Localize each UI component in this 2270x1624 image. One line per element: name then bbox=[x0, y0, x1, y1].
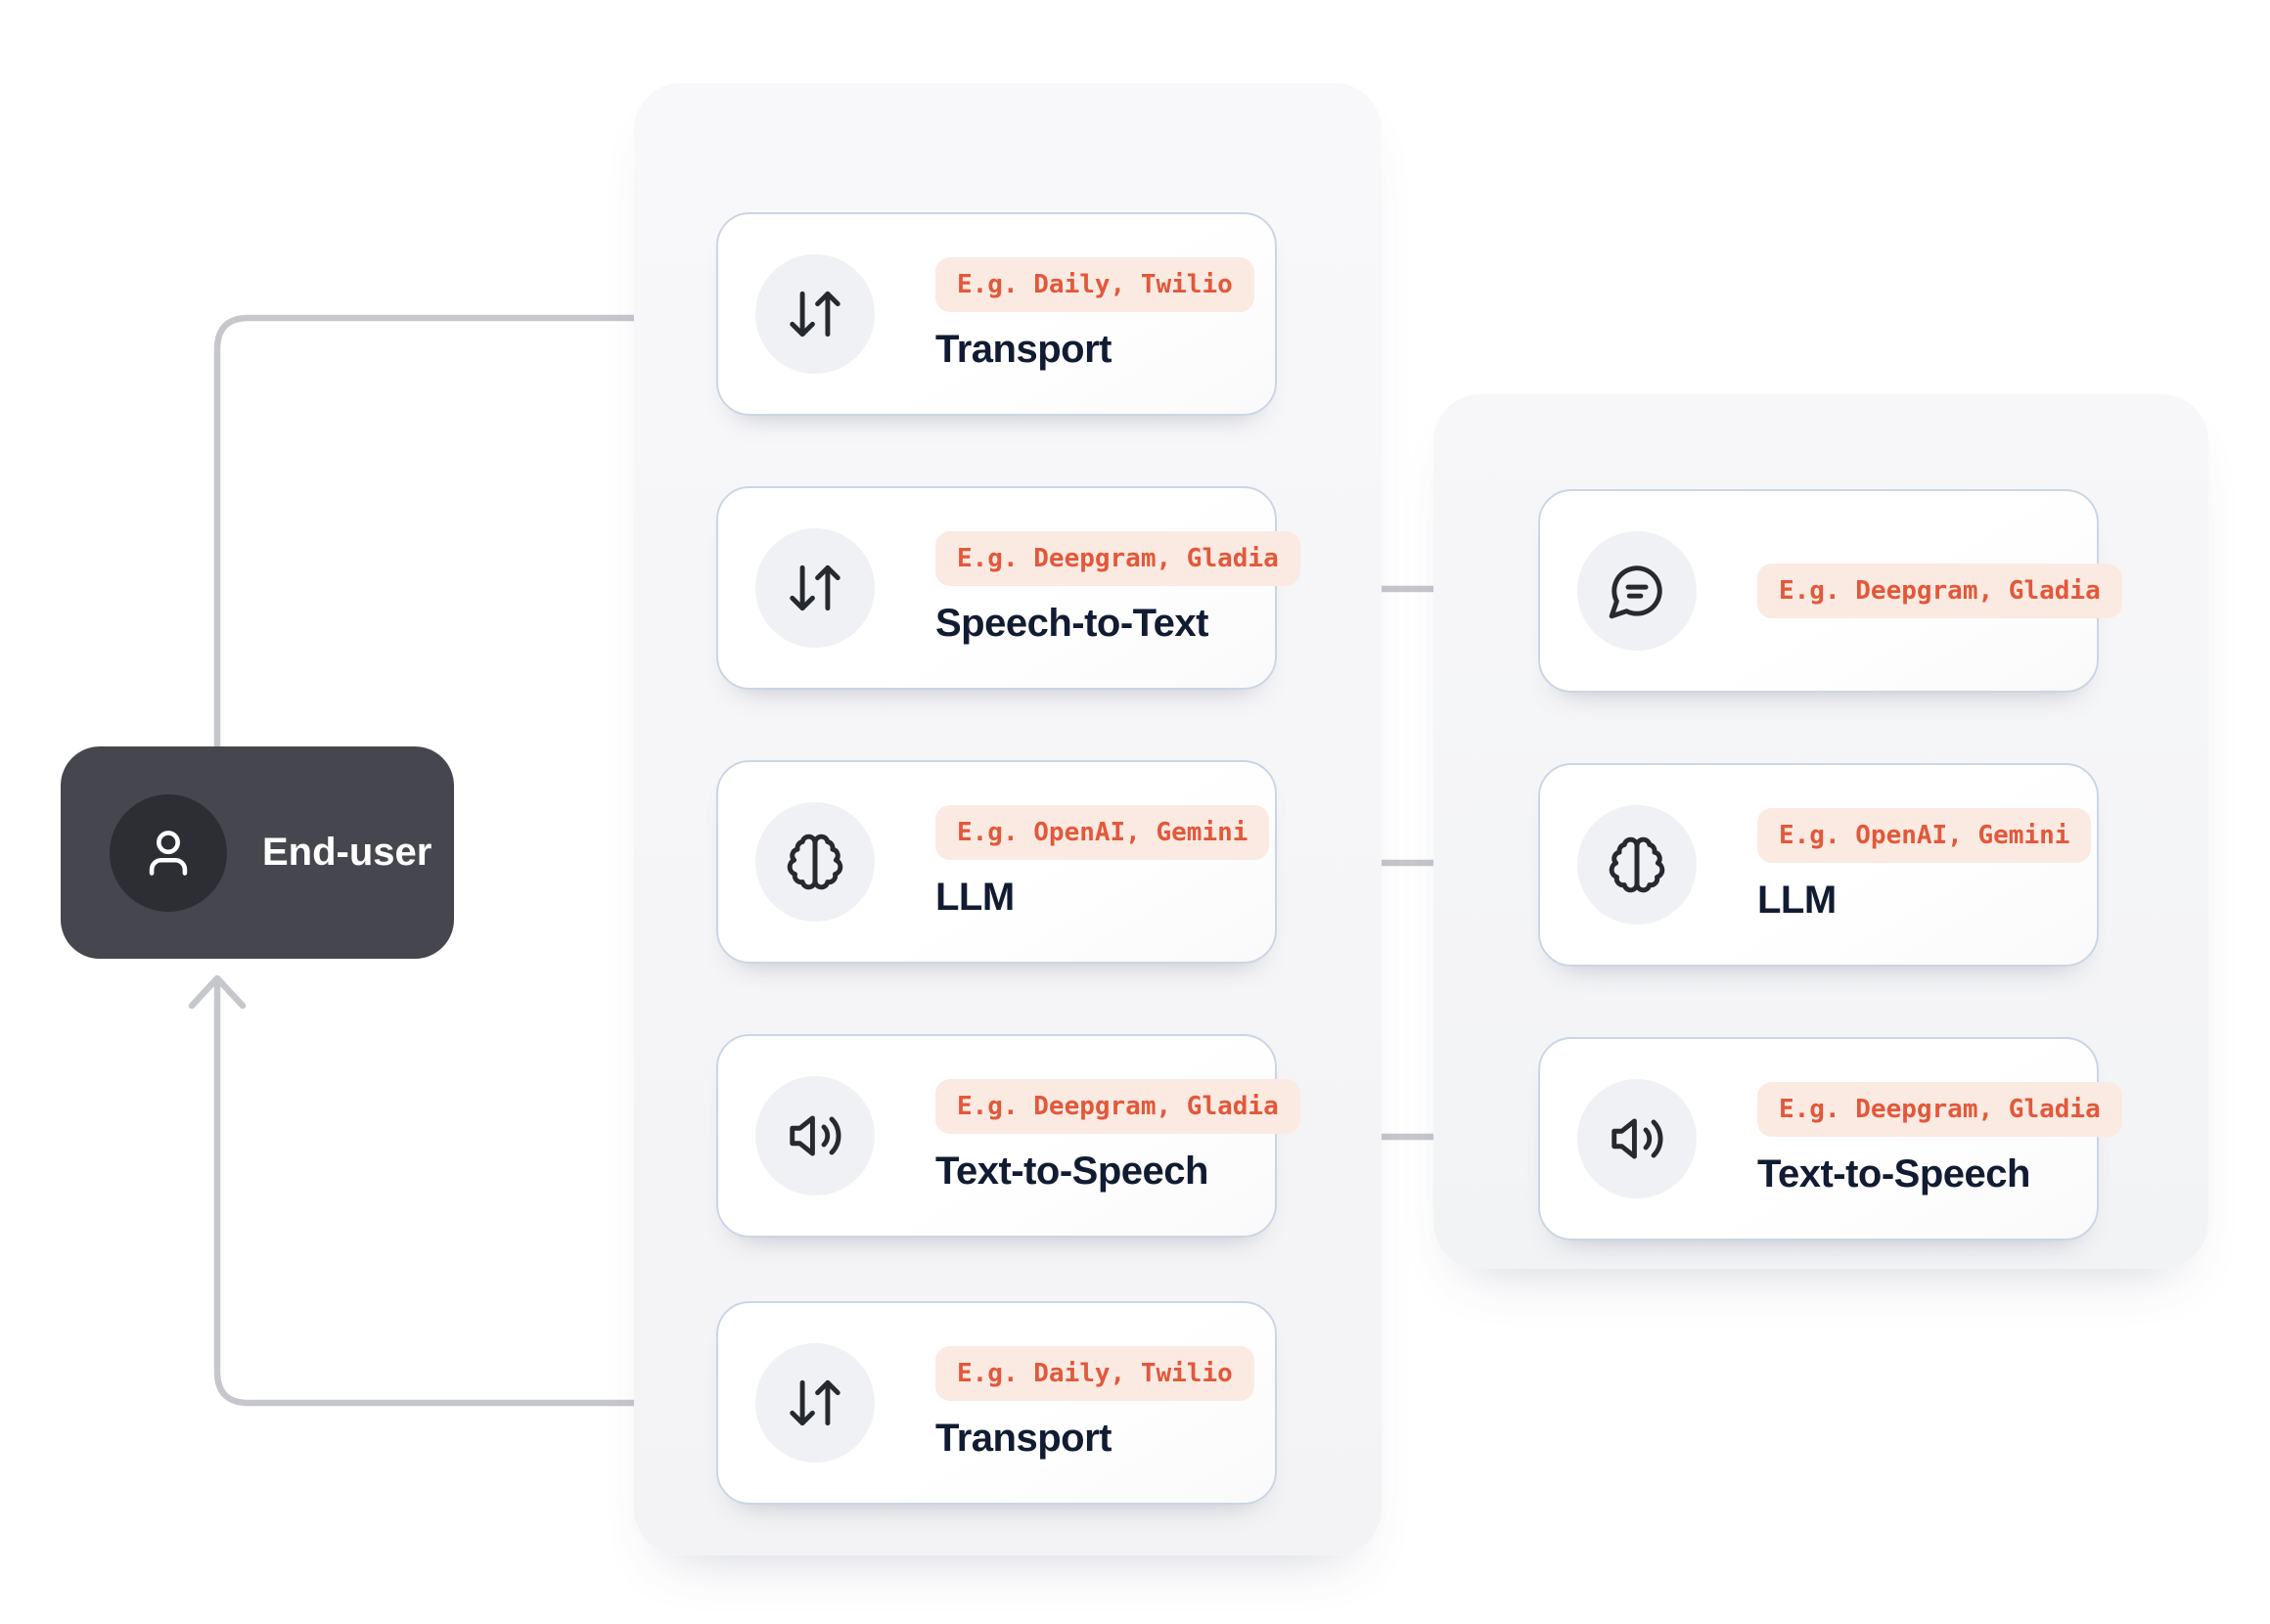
pipecat-bot-panel: PIPECAT BOT E.g. Daily, Twilio Transport… bbox=[634, 83, 1382, 1556]
card-badge: E.g. Daily, Twilio bbox=[935, 1345, 1254, 1401]
card-title: LLM bbox=[935, 875, 1015, 919]
speech-bubble-icon bbox=[1577, 531, 1697, 651]
user-icon bbox=[110, 793, 227, 912]
card-badge: E.g. Deepgram, Gladia bbox=[935, 530, 1300, 586]
arrow-down-up-icon bbox=[755, 1343, 875, 1463]
speaker-icon bbox=[1577, 1079, 1697, 1198]
card-title: Transport bbox=[935, 1416, 1112, 1460]
card-llm-service: E.g. OpenAI, Gemini LLM bbox=[1538, 763, 2099, 967]
arrow-down-up-icon bbox=[755, 254, 875, 374]
card-badge: E.g. Daily, Twilio bbox=[935, 256, 1254, 312]
brain-icon bbox=[755, 802, 875, 922]
card-badge: E.g. Deepgram, Gladia bbox=[1757, 1081, 2122, 1137]
card-title: Text-to-Speech bbox=[1757, 1151, 2030, 1195]
card-badge: E.g. OpenAI, Gemini bbox=[935, 804, 1270, 860]
arrow-down-up-icon bbox=[755, 528, 875, 648]
arrow-user-to-transport bbox=[213, 289, 708, 752]
card-badge: E.g. Deepgram, Gladia bbox=[1757, 564, 2122, 618]
card-badge: E.g. OpenAI, Gemini bbox=[1757, 807, 2092, 863]
card-stt-service: E.g. Deepgram, Gladia bbox=[1538, 489, 2122, 693]
end-user-node: End-user bbox=[61, 746, 454, 959]
speaker-icon bbox=[755, 1076, 875, 1195]
card-tts-service: E.g. Deepgram, Gladia Text-to-Speech bbox=[1538, 1037, 2122, 1241]
card-title: Text-to-Speech bbox=[935, 1149, 1208, 1193]
card-title: LLM bbox=[1757, 878, 1837, 922]
card-title: Speech-to-Text bbox=[935, 601, 1208, 645]
card-transport-out: E.g. Daily, Twilio Transport bbox=[716, 1301, 1277, 1505]
ai-services-panel: AI SERVICES E.g. Deepgram, Gladia E.g. O… bbox=[1433, 394, 2208, 1269]
card-llm: E.g. OpenAI, Gemini LLM bbox=[716, 760, 1277, 964]
card-text-to-speech: E.g. Deepgram, Gladia Text-to-Speech bbox=[716, 1034, 1300, 1238]
card-title: Transport bbox=[935, 327, 1112, 371]
card-transport-in: E.g. Daily, Twilio Transport bbox=[716, 212, 1277, 416]
end-user-label: End-user bbox=[262, 831, 432, 874]
card-badge: E.g. Deepgram, Gladia bbox=[935, 1078, 1300, 1134]
brain-icon bbox=[1577, 805, 1697, 925]
card-speech-to-text: E.g. Deepgram, Gladia Speech-to-Text bbox=[716, 486, 1300, 690]
